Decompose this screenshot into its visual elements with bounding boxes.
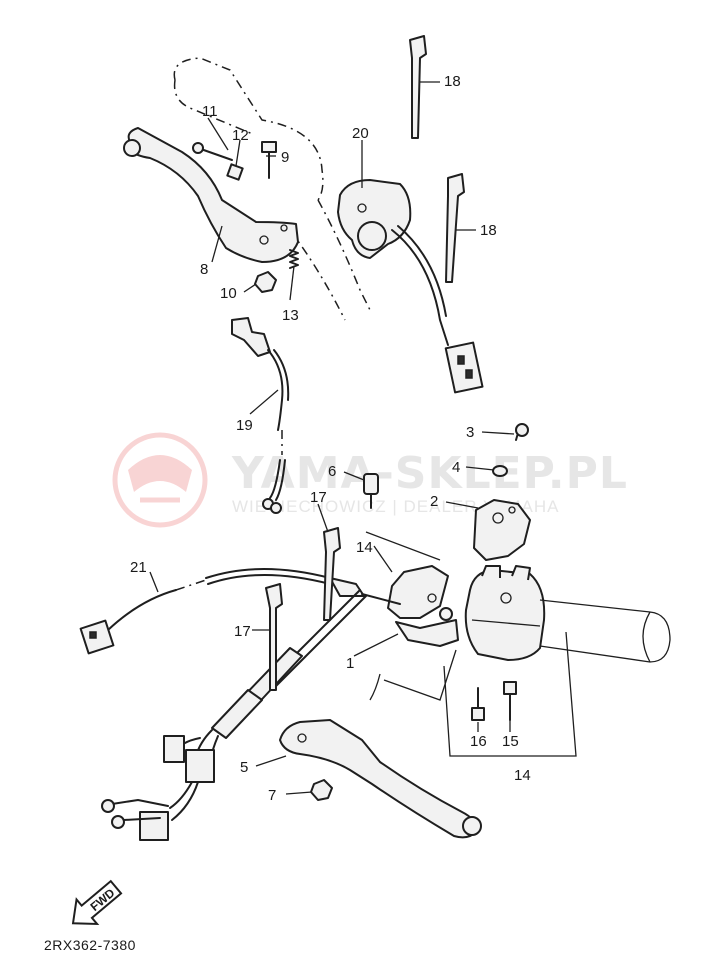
callout-19: 19 xyxy=(236,417,253,434)
washer-4-icon xyxy=(492,465,508,477)
callout-5: 5 xyxy=(240,759,248,776)
cable-tie-17-lower xyxy=(265,583,283,691)
throttle-grip xyxy=(539,599,671,663)
watermark-brand: YAMA-SKLEP.PL xyxy=(231,448,628,499)
callout-labels: 11 12 9 8 10 13 20 18 18 19 3 4 2 6 17 1… xyxy=(130,73,531,804)
cable-tie-18-lower xyxy=(445,173,465,283)
drawing-code: 2RX362-7380 xyxy=(44,937,136,953)
callout-4: 4 xyxy=(452,459,460,476)
callout-7: 7 xyxy=(268,787,276,804)
screw-15-icon xyxy=(503,681,517,721)
callout-16: 16 xyxy=(470,733,487,750)
bolt-9-icon xyxy=(261,141,277,179)
brake-lever-5 xyxy=(279,719,482,839)
callout-1: 1 xyxy=(346,655,354,672)
assembly-guide-lines xyxy=(365,531,577,757)
callout-18-lower: 18 xyxy=(480,222,497,239)
clutch-lever xyxy=(123,127,299,263)
callout-9: 9 xyxy=(281,149,289,166)
callout-14-lower: 14 xyxy=(514,767,531,784)
wire-harness-21 xyxy=(79,568,401,655)
lever-holder-2 xyxy=(473,499,531,561)
callout-8: 8 xyxy=(200,261,208,278)
callout-12: 12 xyxy=(232,127,249,144)
callout-17-lower: 17 xyxy=(234,623,251,640)
front-direction-arrow-icon: FWD xyxy=(71,879,123,926)
front-direction-arrow: FWD xyxy=(71,879,123,926)
handlebar-switch-left-20 xyxy=(337,179,484,394)
callout-20: 20 xyxy=(352,125,369,142)
callout-21: 21 xyxy=(130,559,147,576)
cable-tie-17-upper xyxy=(323,527,341,621)
brake-switch-1 xyxy=(387,565,459,647)
callout-14-upper: 14 xyxy=(356,539,373,556)
callout-15: 15 xyxy=(502,733,519,750)
screw-16-icon xyxy=(471,687,485,721)
callout-2: 2 xyxy=(430,493,438,510)
callout-17-upper: 17 xyxy=(310,489,327,506)
handlebar-switch-right-14 xyxy=(464,565,546,661)
watermark-logo-icon xyxy=(112,432,208,528)
nut-10-icon xyxy=(254,271,277,293)
nut-12-icon xyxy=(226,163,244,181)
screw-3-icon xyxy=(515,423,529,441)
spring-13-icon xyxy=(289,249,299,269)
leader-lines xyxy=(149,81,515,795)
nut-7-icon xyxy=(310,779,333,801)
pin-6-icon xyxy=(363,473,379,509)
callout-3: 3 xyxy=(466,424,474,441)
callout-6: 6 xyxy=(328,463,336,480)
handlebar-grip-left-phantom xyxy=(173,57,371,321)
clutch-switch-19 xyxy=(231,317,290,514)
cable-tie-18-upper xyxy=(409,35,427,139)
callout-10: 10 xyxy=(220,285,237,302)
callout-18-upper: 18 xyxy=(444,73,461,90)
bolt-11-icon xyxy=(192,142,233,161)
callout-11: 11 xyxy=(202,103,218,120)
callout-13: 13 xyxy=(282,307,299,324)
